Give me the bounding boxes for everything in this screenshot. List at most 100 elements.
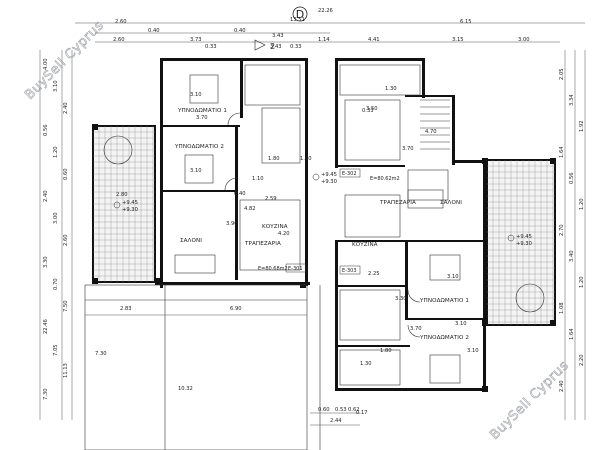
dim-label: 3.70 bbox=[410, 326, 422, 332]
dim-label: 7.30 bbox=[95, 351, 107, 357]
dim-label: 0.56 bbox=[43, 124, 49, 136]
north-marker: D bbox=[292, 6, 308, 22]
dim-label: 4.20 bbox=[278, 231, 290, 237]
dim-label: 0.17 bbox=[356, 410, 368, 416]
dim-label: 1.30 bbox=[385, 86, 397, 92]
dim-label: 0.56 bbox=[569, 172, 575, 184]
interior-lines bbox=[84, 64, 545, 450]
dim-label: 2.59 bbox=[265, 196, 277, 202]
dim-label: 3.15 bbox=[452, 37, 464, 43]
dim-label: 3.43 bbox=[270, 44, 282, 50]
dim-label: 1.92 bbox=[579, 120, 585, 132]
dim-label: 7.05 bbox=[53, 344, 59, 356]
room-size: 3.10 bbox=[447, 274, 459, 280]
dim-label: 3.34 bbox=[569, 94, 575, 106]
dim-label: 4.00 bbox=[43, 58, 49, 70]
section-marker: 2 bbox=[254, 39, 275, 51]
dim-label: 11.13 bbox=[63, 363, 69, 378]
dim-label: 1.30 bbox=[360, 361, 372, 367]
balcony-left bbox=[92, 125, 156, 283]
dim-label: 2.60 bbox=[115, 19, 127, 25]
dims-left: 4.003.102.400.561.200.602.403.002.603.30… bbox=[43, 58, 69, 400]
dims-top: 13.51 22.26 2.60 0.40 0.40 6.15 2.60 3.7… bbox=[113, 8, 530, 50]
dims-bottom: 0.60 0.53 0.62 2.44 0.17 bbox=[318, 407, 368, 424]
dim-label: 0.62 bbox=[348, 407, 360, 413]
dim-label: 2.05 bbox=[559, 68, 565, 80]
area-tag-right-2: E-303 bbox=[342, 268, 357, 274]
dim-label: 0.33 bbox=[362, 108, 374, 114]
area-tag-left: E-301 bbox=[288, 266, 303, 272]
dims-right: 2.053.341.921.640.561.202.703.401.201.08… bbox=[559, 68, 585, 392]
dim-label: 4.41 bbox=[368, 37, 380, 43]
dim-label: 2.40 bbox=[559, 380, 565, 392]
dim-label: 22.46 bbox=[43, 319, 49, 334]
dim-label: 1.20 bbox=[579, 198, 585, 210]
level-center-top: +9.45 bbox=[321, 172, 337, 178]
dim-label: 2.40 bbox=[63, 102, 69, 114]
dim-label: 2.80 bbox=[116, 192, 128, 198]
dim-label: 1.10 bbox=[252, 176, 264, 182]
dim-label: 2.25 bbox=[368, 271, 380, 277]
room-size: 3.10 bbox=[467, 348, 479, 354]
room-size: 3.10 bbox=[190, 168, 202, 174]
dim-label: 3.70 bbox=[402, 146, 414, 152]
dim-label: 3.10 bbox=[190, 92, 202, 98]
dim-label: 0.33 bbox=[290, 44, 302, 50]
dim-label: 0.60 bbox=[318, 407, 330, 413]
room-label: ΥΠΝΟΔΩΜΑΤΙΟ 2 bbox=[174, 144, 224, 150]
room-label: ΥΠΝΟΔΩΜΑΤΙΟ 2 bbox=[419, 335, 469, 341]
dim-label: 2.70 bbox=[559, 224, 565, 236]
dim-label: 2.20 bbox=[579, 354, 585, 366]
dim-label: 3.40 bbox=[569, 250, 575, 262]
dim-label: 6.90 bbox=[230, 306, 242, 312]
dim-label: 3.10 bbox=[53, 80, 59, 92]
rooms-right-unit: ΚΟΥΖΙΝΑ ΤΡΑΠΕΖΑΡΙΑ ΣΑΛΟΝΙ ΥΠΝΟΔΩΜΑΤΙΟ 1 … bbox=[352, 200, 479, 354]
dim-label: 7.50 bbox=[63, 300, 69, 312]
dim-label: 3.73 bbox=[190, 37, 202, 43]
dim-label: 2.40 bbox=[43, 190, 49, 202]
dim-label: 3.00 bbox=[518, 37, 530, 43]
levels: +9.45 +9.30 +9.45 +9.30 +9.45 +9.30 bbox=[113, 172, 532, 247]
dim-label: 1.08 bbox=[559, 302, 565, 314]
rooms-left-unit: ΥΠΝΟΔΩΜΑΤΙΟ 1 3.70 ΥΠΝΟΔΩΜΑΤΙΟ 2 3.10 ΣΑ… bbox=[174, 108, 288, 247]
dim-label: 2.60 bbox=[113, 37, 125, 43]
area-right-unit: E=80.62m2 bbox=[370, 176, 400, 182]
area-left-unit: E=80.68m2 bbox=[258, 266, 288, 272]
room-label: ΤΡΑΠΕΖΑΡΙΑ bbox=[244, 241, 281, 247]
building-walls bbox=[92, 58, 556, 392]
room-label: ΣΑΛΟΝΙ bbox=[440, 200, 462, 206]
dim-label: 1.80 bbox=[380, 348, 392, 354]
dim-label: 3.90 bbox=[226, 221, 238, 227]
north-marker-label: D bbox=[296, 8, 304, 21]
dim-label: 2.83 bbox=[120, 306, 132, 312]
dim-label: 1.00 bbox=[300, 156, 312, 162]
dim-label: 10.32 bbox=[178, 386, 193, 392]
balcony-right bbox=[486, 159, 556, 326]
dim-label: 4.70 bbox=[425, 129, 437, 135]
dimension-lines bbox=[39, 22, 586, 426]
dim-label: 0.53 bbox=[335, 407, 347, 413]
dim-label: 4.82 bbox=[244, 206, 256, 212]
dim-label: 3.50 bbox=[366, 106, 378, 112]
dim-label: 0.40 bbox=[234, 191, 246, 197]
dim-label: 3.10 bbox=[455, 321, 467, 327]
dim-label: 3.00 bbox=[53, 212, 59, 224]
dim-label: 0.70 bbox=[53, 278, 59, 290]
dim-label: 6.15 bbox=[460, 19, 472, 25]
level-right-balcony-bottom: +9.30 bbox=[516, 241, 532, 247]
dim-label: 2.60 bbox=[63, 234, 69, 246]
dim-label: 1.20 bbox=[579, 276, 585, 288]
room-label: ΥΠΝΟΔΩΜΑΤΙΟ 1 bbox=[177, 108, 227, 114]
dim-label: 0.60 bbox=[63, 168, 69, 180]
dim-label: 2.44 bbox=[330, 418, 342, 424]
room-label: ΤΡΑΠΕΖΑΡΙΑ bbox=[379, 200, 416, 206]
areas: E=80.68m2 E=80.62m2 E-301 E-302 E-303 bbox=[258, 168, 400, 275]
dim-label: 1.14 bbox=[318, 37, 330, 43]
room-label: ΣΑΛΟΝΙ bbox=[180, 238, 202, 244]
level-left-balcony-top: +9.45 bbox=[122, 200, 138, 206]
area-tag-right: E-302 bbox=[342, 171, 357, 177]
section-marker-label: 2 bbox=[270, 42, 275, 51]
dim-label: 7.30 bbox=[43, 388, 49, 400]
watermark-bottom-right: BuySell Cyprus bbox=[487, 358, 572, 443]
